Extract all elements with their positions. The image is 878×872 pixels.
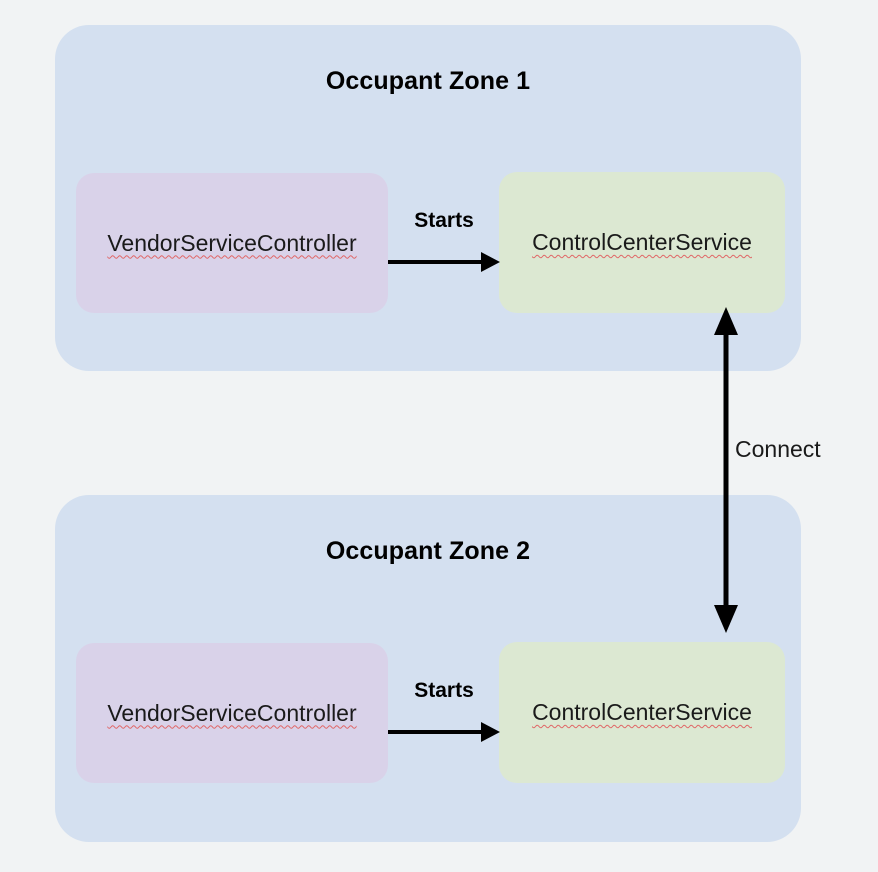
zone-2-vendor-service-controller-label: VendorServiceController xyxy=(107,699,357,726)
occupant-zone-2-container[interactable]: Occupant Zone 2 VendorServiceController … xyxy=(55,495,801,842)
zone-2-starts-edge-label: Starts xyxy=(414,679,474,702)
zone-1-starts-edge: Starts xyxy=(388,209,500,281)
zone-2-control-center-service-label: ControlCenterService xyxy=(532,699,752,725)
zone-2-title: Occupant Zone 2 xyxy=(325,537,531,565)
zone-1-starts-arrow-icon xyxy=(388,252,500,272)
zone-2-vendor-service-controller-node[interactable]: VendorServiceController xyxy=(76,643,388,783)
zone-2-starts-edge: Starts xyxy=(388,679,500,751)
zone-1-title: Occupant Zone 1 xyxy=(325,67,531,95)
zone-1-starts-edge-label: Starts xyxy=(414,209,474,232)
zone-2-starts-arrow-icon xyxy=(388,722,500,742)
zone-1-vendor-service-controller-node[interactable]: VendorServiceController xyxy=(76,173,388,313)
connect-edge-label: Connect xyxy=(735,436,821,462)
connect-arrow-icon xyxy=(714,307,738,633)
occupant-zone-1-container[interactable]: Occupant Zone 1 VendorServiceController … xyxy=(55,25,801,371)
zone-1-vendor-service-controller-label: VendorServiceController xyxy=(107,229,357,256)
zone-1-control-center-service-label: ControlCenterService xyxy=(532,229,752,255)
zone-1-control-center-service-node[interactable]: ControlCenterService xyxy=(499,172,785,313)
zone-2-control-center-service-node[interactable]: ControlCenterService xyxy=(499,642,785,783)
